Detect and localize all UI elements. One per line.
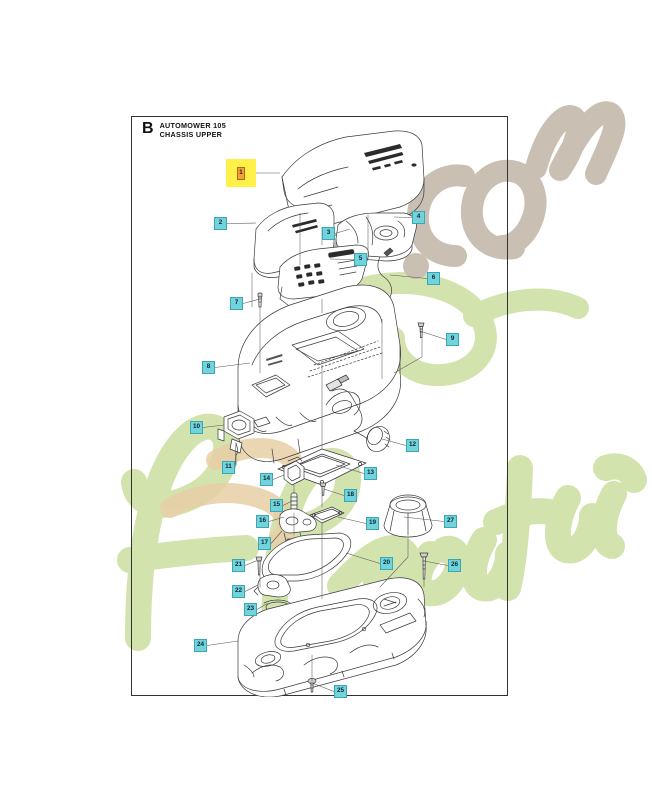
part-lower-chassis [237, 577, 427, 697]
callout-9[interactable]: 9 [446, 333, 459, 346]
callout-26[interactable]: 26 [448, 559, 461, 572]
callout-4[interactable]: 4 [412, 211, 425, 224]
title-block: B AUTOMOWER 105 CHASSIS UPPER [142, 121, 226, 139]
callout-27[interactable]: 27 [444, 515, 457, 528]
exploded-view-drawing [217, 130, 433, 697]
section-letter: B [142, 120, 154, 137]
callout-1-label: 1 [237, 166, 245, 180]
part-bolt-9 [417, 322, 425, 338]
callout-11[interactable]: 11 [222, 461, 235, 474]
callout-25[interactable]: 25 [334, 685, 347, 698]
callout-21[interactable]: 21 [232, 559, 245, 572]
callout-13[interactable]: 13 [364, 467, 377, 480]
callout-20[interactable]: 20 [380, 557, 393, 570]
diagram-frame: B AUTOMOWER 105 CHASSIS UPPER [131, 116, 508, 698]
part-cone-bumper [383, 494, 433, 538]
callout-8[interactable]: 8 [202, 361, 215, 374]
part-seal [261, 532, 352, 582]
part-gear-motor-assembly [217, 410, 271, 456]
part-bracket-14 [283, 456, 305, 486]
callout-14[interactable]: 14 [260, 473, 273, 486]
callout-19[interactable]: 19 [366, 517, 379, 530]
part-screw-18 [319, 482, 327, 496]
model-title: AUTOMOWER 105 [159, 121, 227, 130]
hood-logo [364, 144, 404, 171]
callout-2[interactable]: 2 [214, 217, 227, 230]
leader-lines [235, 212, 425, 682]
part-clamp-bar [309, 506, 345, 524]
callout-5[interactable]: 5 [354, 253, 367, 266]
callout-3[interactable]: 3 [322, 227, 335, 240]
callout-18[interactable]: 18 [344, 489, 357, 502]
part-bolt-7 [257, 292, 263, 308]
callout-15[interactable]: 15 [270, 499, 283, 512]
callout-22[interactable]: 22 [232, 585, 245, 598]
part-screw-26 [419, 552, 429, 580]
callout-24[interactable]: 24 [194, 639, 207, 652]
part-upper-chassis [237, 284, 402, 464]
callout-12[interactable]: 12 [406, 439, 419, 452]
callout-10[interactable]: 10 [190, 421, 203, 434]
callout-16[interactable]: 16 [256, 515, 269, 528]
callout-17[interactable]: 17 [258, 537, 271, 550]
callout-7[interactable]: 7 [230, 297, 243, 310]
callout-6[interactable]: 6 [427, 272, 440, 285]
assembly-title: CHASSIS UPPER [159, 129, 223, 139]
callout-1[interactable]: 1 [226, 159, 256, 187]
part-keypad [277, 244, 369, 306]
callout-23[interactable]: 23 [244, 603, 257, 616]
